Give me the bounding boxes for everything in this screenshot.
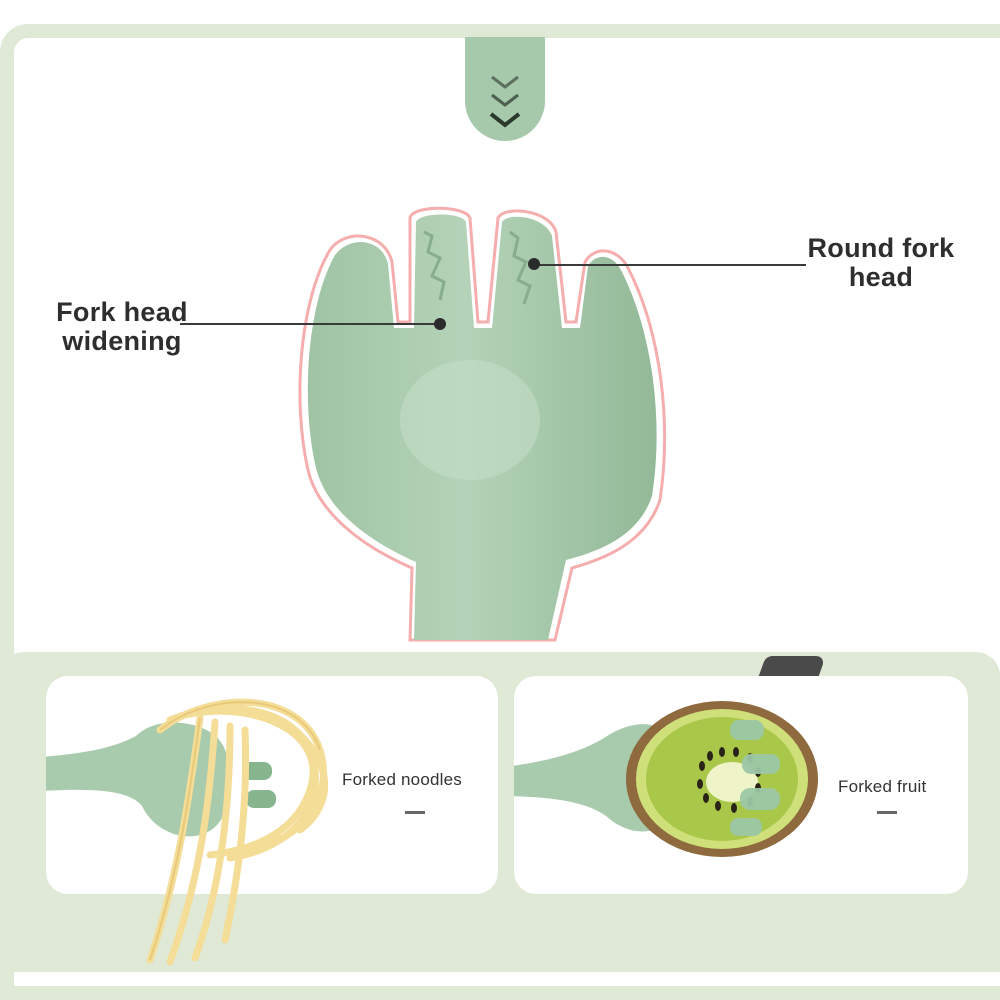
forked-noodles-card [46, 676, 498, 894]
fork-head-widening-line1: Fork head [56, 297, 188, 327]
fork-head-widening-line2: widening [62, 326, 182, 356]
round-fork-head-line2: head [848, 262, 914, 292]
top-handle-tab [465, 37, 545, 141]
forked-fruit-label: Forked fruit [838, 777, 927, 796]
chevron-down-icon [489, 75, 521, 128]
round-fork-head-dot [528, 258, 540, 270]
fork-head-widening-leader [180, 323, 440, 325]
fruit-fork-illustration [514, 724, 664, 832]
forked-noodles-label: Forked noodles [342, 770, 462, 789]
fork-head-widening-label: Fork head widening [30, 298, 214, 356]
fork-illustration [298, 206, 667, 642]
noodles-strands [146, 698, 329, 966]
fork-head-widening-dot [434, 318, 446, 330]
round-fork-head-leader [534, 264, 806, 266]
forked-noodles-dash [405, 811, 425, 814]
forked-fruit-dash [877, 811, 897, 814]
kiwi-illustration [626, 701, 818, 857]
round-fork-head-line1: Round fork [807, 233, 955, 263]
round-fork-head-label: Round fork head [786, 234, 976, 292]
dark-handle-tip [757, 656, 827, 678]
